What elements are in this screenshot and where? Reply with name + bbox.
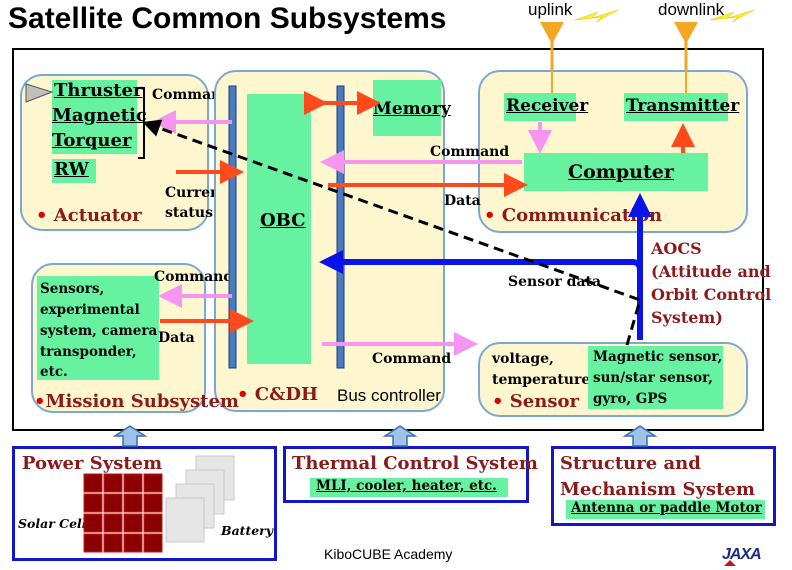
comm-command-label: Command	[430, 144, 510, 160]
sensor-green-line3: gyro, GPS	[593, 391, 668, 407]
aocs-line3: Orbit Control	[651, 285, 772, 304]
structure-title-line1: Structure and	[560, 453, 701, 474]
current-status-line2: status	[165, 205, 213, 221]
mission-line-3: system, camera	[40, 323, 158, 339]
footer-academy: KiboCUBE Academy	[324, 546, 453, 562]
mission-data-label: Data	[158, 330, 195, 346]
torquer-label: Torquer	[52, 130, 132, 151]
bus-bar-right	[336, 85, 345, 369]
thermal-detail-block	[310, 478, 508, 497]
cdh-label: • C&DH	[237, 384, 318, 405]
obc-block	[247, 94, 311, 364]
actuator-green-block	[52, 80, 137, 154]
uplink-antenna-icon	[540, 9, 619, 70]
satellite-frame	[12, 48, 764, 431]
memory-label: Memory	[373, 99, 451, 119]
battery-icon	[165, 455, 235, 543]
communication-label: • Communication	[484, 205, 663, 226]
sensor-green-line2: sun/star sensor,	[593, 370, 713, 386]
uplink-label: uplink	[528, 0, 573, 19]
memory-block	[373, 80, 441, 136]
solar-cell-label: Solar Cell	[18, 516, 87, 531]
sensor-command-label: Command	[372, 351, 452, 367]
current-status-line1: Current	[165, 185, 227, 201]
computer-label: Computer	[568, 161, 674, 183]
receiver-label: Receiver	[506, 96, 589, 116]
mission-line-5: etc.	[40, 364, 68, 380]
actuator-bracket	[138, 87, 145, 159]
jaxa-logo: JAXA	[722, 546, 762, 563]
downlink-label: downlink	[658, 0, 725, 19]
mission-line-4: transponder,	[40, 344, 137, 360]
structure-detail-label: Antenna or paddle Motor	[571, 500, 762, 516]
transmitter-label: Transmitter	[626, 96, 740, 116]
actuator-command-label: Command	[152, 87, 232, 103]
battery-label: Battery	[221, 523, 274, 538]
structure-title-line2: Mechanism System	[560, 479, 755, 500]
downlink-antenna-icon	[674, 9, 755, 70]
sensor-left-line1: voltage,	[492, 351, 554, 367]
thruster-icon	[25, 83, 54, 103]
page-title: Satellite Common Subsystems	[8, 2, 447, 35]
receiver-block	[504, 93, 576, 121]
bus-bar-left	[228, 85, 237, 369]
sensor-green-line1: Magnetic sensor,	[593, 349, 723, 365]
mission-line-1: Sensors,	[40, 281, 105, 297]
sensor-green-block	[588, 346, 723, 409]
rw-label: RW	[54, 159, 89, 180]
mission-label: •Mission Subsystem	[34, 391, 239, 412]
computer-block	[524, 153, 708, 191]
thermal-detail-label: MLI, cooler, heater, etc.	[316, 478, 497, 494]
aocs-line1: AOCS	[651, 239, 702, 258]
mission-green-block	[37, 276, 159, 380]
solar-cell-icon	[83, 473, 163, 553]
sensor-left-line2: temperature	[492, 372, 591, 388]
structure-detail-block	[566, 500, 765, 519]
power-system-title: Power System	[22, 453, 163, 474]
mission-line-2: experimental	[40, 302, 140, 318]
thruster-label: Thruster	[54, 80, 143, 101]
aocs-line4: System)	[651, 308, 723, 327]
thermal-control-title: Thermal Control System	[292, 453, 538, 474]
comm-data-label: Data	[444, 193, 481, 209]
sensor-label: • Sensor	[492, 391, 579, 412]
obc-label: OBC	[260, 210, 306, 231]
magnetic-label: Magnetic	[52, 105, 147, 126]
transmitter-block	[624, 93, 728, 121]
rw-green-block	[52, 159, 96, 183]
aocs-line2: (Attitude and	[651, 262, 771, 281]
mission-command-label: Command	[154, 269, 234, 285]
bus-controller-label: Bus controller	[337, 386, 441, 405]
actuator-label: • Actuator	[36, 205, 142, 226]
